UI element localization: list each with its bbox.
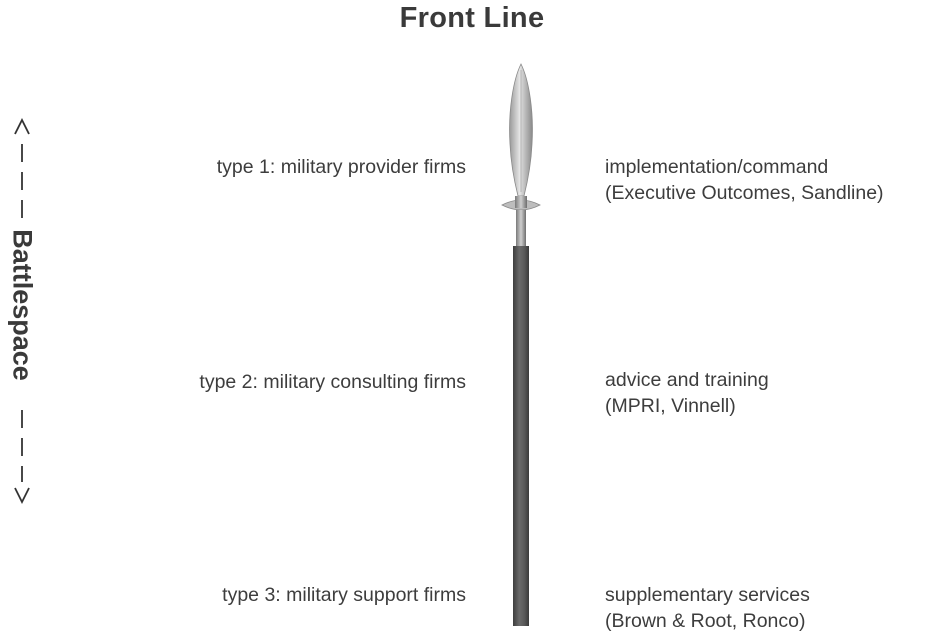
battlespace-label: Battlespace xyxy=(7,229,38,381)
type-1-role: implementation/command xyxy=(605,156,829,178)
spear-icon xyxy=(501,63,541,626)
type-1-description: implementation/command (Executive Outcom… xyxy=(605,154,884,206)
type-2-examples: (MPRI, Vinnell) xyxy=(605,395,736,417)
type-1-examples: (Executive Outcomes, Sandline) xyxy=(605,182,884,204)
type-2-label: type 2: military consulting firms xyxy=(199,371,466,393)
type-3-description: supplementary services (Brown & Root, Ro… xyxy=(605,582,810,634)
double-arrow-icon xyxy=(14,117,30,505)
type-1-label: type 1: military provider firms xyxy=(216,156,466,178)
type-3-label: type 3: military support firms xyxy=(222,584,466,606)
type-2-role: advice and training xyxy=(605,369,769,391)
type-2-description: advice and training (MPRI, Vinnell) xyxy=(605,367,769,419)
battlespace-axis xyxy=(0,110,44,510)
diagram-title: Front Line xyxy=(399,2,545,34)
type-3-role: supplementary services xyxy=(605,584,810,606)
type-3-examples: (Brown & Root, Ronco) xyxy=(605,610,806,632)
